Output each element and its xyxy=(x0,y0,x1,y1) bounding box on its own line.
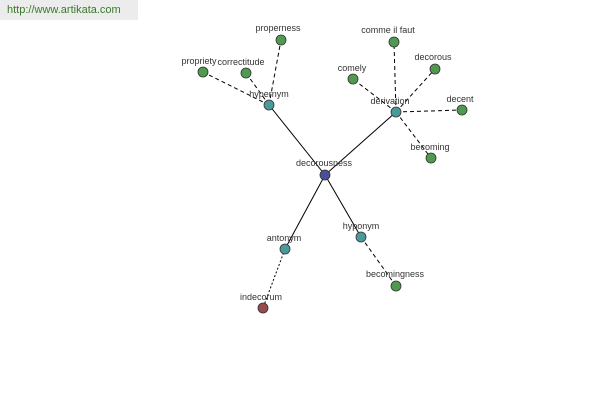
node-hyponym[interactable] xyxy=(355,231,367,243)
label-propriety: propriety xyxy=(181,56,217,66)
edge-derivation-decorous xyxy=(395,68,436,113)
edge-center-hyponym xyxy=(324,174,362,238)
edge-hypernym-propriety xyxy=(202,71,270,106)
label-indecorum: indecorum xyxy=(240,292,282,302)
node-derivation[interactable] xyxy=(390,106,402,118)
label-becomingness: becomingness xyxy=(366,269,425,279)
label-hyponym: hyponym xyxy=(343,221,380,231)
node-correctitude[interactable] xyxy=(240,67,252,79)
node-propriety[interactable] xyxy=(197,66,209,78)
node-comely[interactable] xyxy=(347,73,359,85)
label-decorous: decorous xyxy=(414,52,452,62)
node-decent[interactable] xyxy=(456,104,468,116)
node-properness[interactable] xyxy=(275,34,287,46)
edge-center-antonym xyxy=(284,174,326,250)
node-becomingness[interactable] xyxy=(390,280,402,292)
label-hypernym: hypernym xyxy=(249,89,289,99)
label-comme-il-faut: comme il faut xyxy=(361,25,415,35)
node-hypernym[interactable] xyxy=(263,99,275,111)
edge-antonym-indecorum xyxy=(262,248,286,309)
node-center[interactable] xyxy=(319,169,331,181)
label-antonym: antonym xyxy=(267,233,302,243)
edge-center-derivation xyxy=(324,111,397,176)
edge-center-hypernym xyxy=(268,104,326,176)
label-decent: decent xyxy=(446,94,474,104)
label-properness: properness xyxy=(255,23,301,33)
watermark-banner: http://www.artikata.com xyxy=(0,0,138,20)
label-becoming: becoming xyxy=(410,142,449,152)
graph-nodes: decorousness hypernym derivation antonym… xyxy=(181,23,474,314)
label-derivation: derivation xyxy=(370,96,409,106)
edge-derivation-decent xyxy=(395,109,463,113)
node-decorous[interactable] xyxy=(429,63,441,75)
node-antonym[interactable] xyxy=(279,243,291,255)
graph-edges xyxy=(202,39,463,309)
label-comely: comely xyxy=(338,63,367,73)
node-becoming[interactable] xyxy=(425,152,437,164)
edge-derivation-comely xyxy=(352,78,397,113)
edge-hyponym-becomingness xyxy=(360,236,397,287)
watermark-url: http://www.artikata.com xyxy=(7,4,121,16)
edge-derivation-becoming xyxy=(395,111,432,159)
label-correctitude: correctitude xyxy=(217,57,264,67)
edge-derivation-comme-il-faut xyxy=(393,41,397,113)
node-comme-il-faut[interactable] xyxy=(388,36,400,48)
label-center: decorousness xyxy=(296,158,353,168)
node-indecorum[interactable] xyxy=(257,302,269,314)
